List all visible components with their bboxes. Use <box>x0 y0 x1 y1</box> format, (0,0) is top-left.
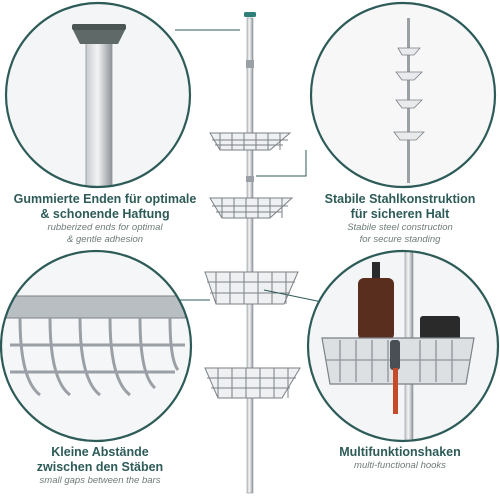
brown-bottle <box>358 262 394 340</box>
feature-subtitle: for secure standing <box>359 234 441 245</box>
rubber-end-circle <box>4 1 192 189</box>
shelf-3 <box>204 271 299 305</box>
feature-small-gaps: Kleine Abstände zwischen den Stäben smal… <box>0 445 200 487</box>
feature-title: Gummierte Enden für optimale <box>13 192 197 206</box>
steel-construction-circle <box>309 1 497 189</box>
central-pole <box>244 12 256 494</box>
shelf-4 <box>204 367 301 399</box>
feature-title: zwischen den Stäben <box>36 460 164 474</box>
callout-lines <box>175 29 323 303</box>
feature-title: Kleine Abstände <box>51 445 149 459</box>
feature-title: Multifunktionshaken <box>339 445 461 459</box>
feature-rubber-ends: Gummierte Enden für optimale & schonende… <box>0 192 210 246</box>
feature-steel-construction: Stabile Stahlkonstruktion für sicheren H… <box>300 192 500 246</box>
feature-subtitle: small gaps between the bars <box>39 475 161 486</box>
basket-bars-circle <box>0 249 193 443</box>
razor-on-hook <box>390 340 400 414</box>
feature-title: für sicheren Halt <box>350 207 450 221</box>
feature-subtitle: Stabile steel construction <box>347 222 453 233</box>
feature-subtitle: rubberized ends for optimal <box>47 222 163 233</box>
feature-subtitle: & gentle adhesion <box>66 234 144 245</box>
feature-title: & schonende Haftung <box>40 207 170 221</box>
feature-subtitle: multi-functional hooks <box>354 460 446 471</box>
shelf-2 <box>209 197 294 219</box>
hooks-circle <box>306 249 500 443</box>
feature-title: Stabile Stahlkonstruktion <box>324 192 476 206</box>
feature-hooks: Multifunktionshaken multi-functional hoo… <box>300 445 500 472</box>
shelf-1 <box>209 132 292 151</box>
